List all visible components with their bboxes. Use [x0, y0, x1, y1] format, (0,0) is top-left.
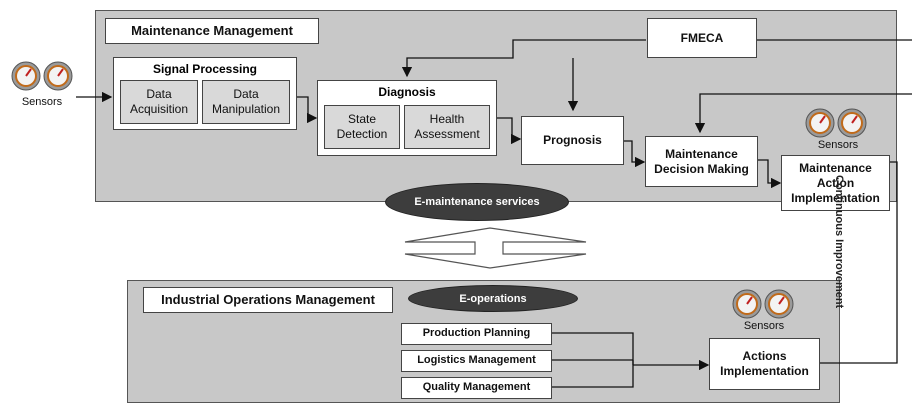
- sensors-label: Sensors: [743, 320, 785, 332]
- maintenance-management-title: Maintenance Management: [105, 18, 319, 44]
- health-assessment-box: Health Assessment: [404, 105, 490, 149]
- diagnosis-title: Diagnosis: [378, 85, 436, 99]
- industrial-operations-title: Industrial Operations Management: [143, 287, 393, 313]
- fmeca-box: FMECA: [647, 18, 757, 58]
- quality-management-box: Quality Management: [401, 377, 552, 399]
- signal-processing-title: Signal Processing: [152, 62, 258, 76]
- sensors-gauge-icon: [805, 108, 867, 138]
- production-planning-box: Production Planning: [401, 323, 552, 345]
- e-maintenance-services-oval: E-maintenance services: [385, 183, 569, 221]
- data-manipulation-box: Data Manipulation: [202, 80, 290, 124]
- prognosis-box: Prognosis: [521, 116, 624, 165]
- actions-implementation-box: Actions Implementation: [709, 338, 820, 390]
- sensors-label: Sensors: [21, 96, 63, 108]
- maintenance-action-implementation-box: Maintenance Action Implementation: [781, 155, 890, 211]
- sensors-gauge-icon: [732, 289, 794, 319]
- state-detection-box: State Detection: [324, 105, 400, 149]
- data-acquisition-box: Data Acquisition: [120, 80, 198, 124]
- logistics-management-box: Logistics Management: [401, 350, 552, 372]
- sensors-gauge-icon: [11, 61, 73, 91]
- sensors-label: Sensors: [817, 139, 859, 151]
- e-operations-oval: E-operations: [408, 285, 578, 312]
- continuous-improvement-label: Continuous Improvement: [833, 175, 845, 309]
- maintenance-decision-making-box: Maintenance Decision Making: [645, 136, 758, 187]
